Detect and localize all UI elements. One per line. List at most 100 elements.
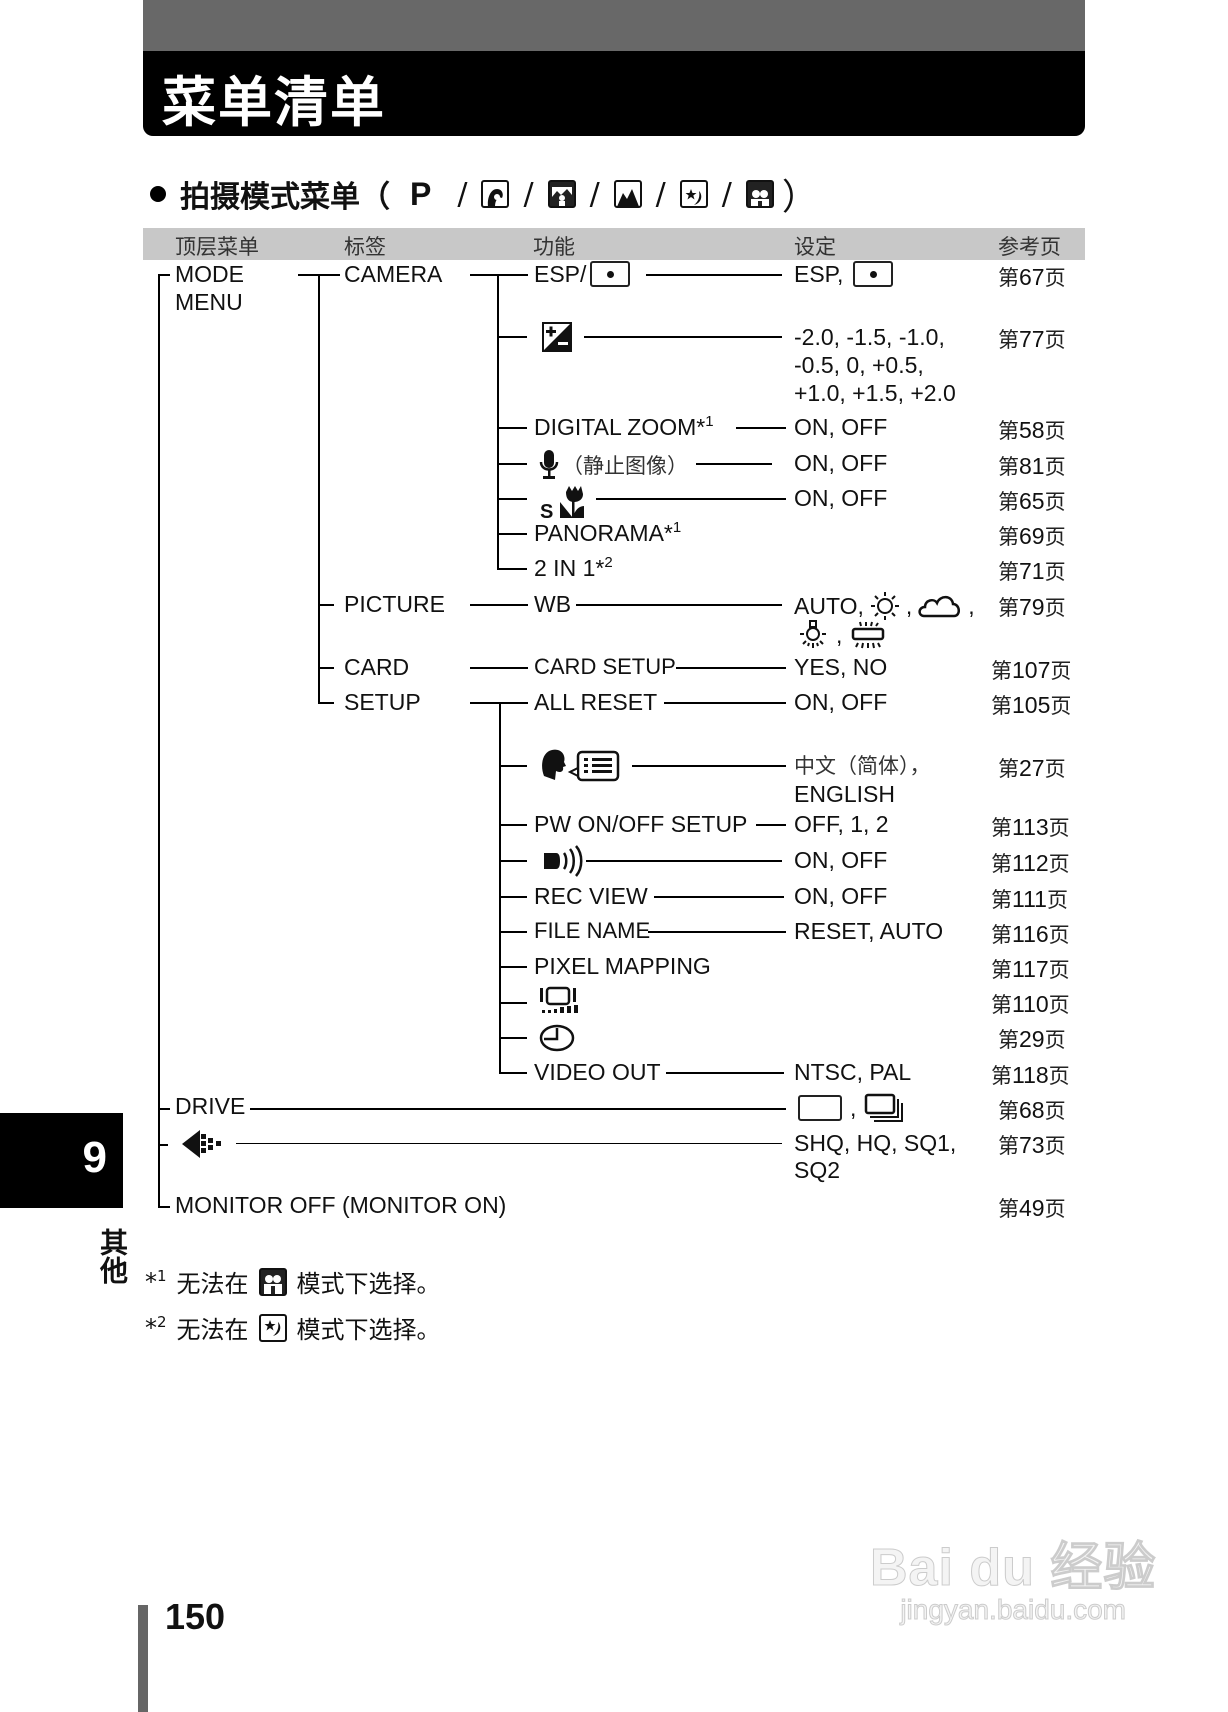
setting-macro: ON, OFF bbox=[794, 485, 888, 511]
setting-quality: SHQ, HQ, SQ1, SQ2 bbox=[794, 1130, 957, 1183]
function-2in1: 2 IN 1*2 bbox=[534, 554, 613, 581]
landscape-portrait-icon bbox=[547, 180, 576, 208]
setting-rec-view: ON, OFF bbox=[794, 883, 888, 909]
svg-text:S: S bbox=[540, 501, 553, 520]
header-title-band bbox=[143, 51, 1085, 136]
setting-language: 中文（简体）， ENGLISH bbox=[794, 754, 931, 807]
section-heading-text: 拍摄模式菜单（ bbox=[180, 180, 390, 215]
clock-icon bbox=[538, 1024, 576, 1057]
function-sound-record: （静止图像） bbox=[538, 448, 688, 482]
ref-page: 第49页 bbox=[998, 1195, 1066, 1221]
tree-line bbox=[158, 274, 160, 1207]
ref-page: 第107页 bbox=[991, 657, 1072, 683]
setting-all-reset: ON, OFF bbox=[794, 689, 888, 715]
watermark-url: jingyan.baidu.com bbox=[900, 1594, 1127, 1626]
function-video-out: VIDEO OUT bbox=[534, 1059, 661, 1085]
top-menu-monitor: MONITOR OFF (MONITOR ON) bbox=[175, 1192, 507, 1218]
spot-metering-icon bbox=[590, 261, 631, 287]
function-wb: WB bbox=[534, 591, 572, 617]
watermark-logo: Bai du 经验 bbox=[869, 1539, 1157, 1598]
chapter-tab: 9 bbox=[0, 1113, 123, 1208]
ref-page: 第67页 bbox=[998, 264, 1066, 290]
function-pw-setup: PW ON/OFF SETUP bbox=[534, 811, 748, 837]
header-top-menu: 顶层菜单 bbox=[175, 235, 259, 259]
header-setting: 设定 bbox=[794, 235, 836, 259]
monitor-brightness-icon bbox=[538, 986, 580, 1021]
top-menu-mode-menu: MODE MENU bbox=[175, 261, 244, 315]
fluorescent-icon bbox=[852, 621, 885, 649]
cloudy-icon bbox=[918, 595, 961, 618]
ref-page: 第112页 bbox=[991, 850, 1070, 876]
function-digital-zoom: DIGITAL ZOOM*1 bbox=[534, 413, 714, 440]
function-all-reset: ALL RESET bbox=[534, 689, 658, 715]
night-scene-icon bbox=[258, 1313, 287, 1342]
bullet-icon bbox=[150, 186, 166, 202]
microphone-icon bbox=[539, 450, 559, 479]
ref-page: 第27页 bbox=[998, 755, 1066, 781]
sequential-icon bbox=[865, 1093, 904, 1122]
setting-exposure: -2.0, -1.5, -1.0, -0.5, 0, +0.5, +1.0, +… bbox=[794, 324, 956, 406]
ref-page: 第81页 bbox=[998, 453, 1066, 479]
ref-page: 第69页 bbox=[998, 523, 1066, 549]
ref-page: 第117页 bbox=[991, 956, 1070, 982]
chapter-label: 其他 bbox=[96, 1228, 129, 1284]
image-quality-icon bbox=[180, 1128, 230, 1165]
function-card-setup: CARD SETUP bbox=[534, 654, 676, 679]
single-frame-icon bbox=[798, 1095, 842, 1121]
top-menu-drive: DRIVE bbox=[175, 1093, 246, 1119]
table-header bbox=[143, 228, 1085, 260]
self-portrait-icon bbox=[745, 180, 774, 208]
portrait-icon bbox=[481, 180, 510, 208]
self-portrait-icon bbox=[258, 1267, 287, 1296]
ref-page: 第79页 bbox=[998, 594, 1066, 620]
function-pixel-mapping: PIXEL MAPPING bbox=[534, 953, 711, 979]
watermark: Bai du 经验 jingyan.baidu.com bbox=[869, 1525, 1157, 1626]
setting-sound: ON, OFF bbox=[794, 450, 888, 476]
function-panorama: PANORAMA*1 bbox=[534, 519, 682, 546]
footnote-1: *1 无法在 模式下选择。 bbox=[145, 1266, 441, 1298]
tab-card: CARD bbox=[344, 654, 410, 680]
function-rec-view: REC VIEW bbox=[534, 883, 648, 909]
setting-file-name: RESET, AUTO bbox=[794, 918, 944, 944]
beep-sound-icon bbox=[542, 844, 588, 883]
ref-page: 第29页 bbox=[998, 1026, 1066, 1052]
tab-camera: CAMERA bbox=[344, 261, 443, 287]
ref-page: 第77页 bbox=[998, 326, 1066, 352]
setting-digital-zoom: ON, OFF bbox=[794, 414, 888, 440]
setting-wb: AUTO, , , bbox=[794, 592, 975, 620]
footnote-2: *2 无法在 模式下选择。 bbox=[145, 1312, 441, 1344]
landscape-icon bbox=[613, 180, 642, 208]
function-esp: ESP/ bbox=[534, 261, 631, 287]
ref-page: 第111页 bbox=[991, 886, 1068, 912]
page-title: 菜单清单 bbox=[162, 71, 386, 134]
setting-card-setup: YES, NO bbox=[794, 654, 888, 680]
ref-page: 第68页 bbox=[998, 1097, 1066, 1123]
page-number: 150 bbox=[165, 1596, 226, 1637]
ref-page: 第118页 bbox=[991, 1062, 1070, 1088]
tungsten-icon bbox=[800, 620, 826, 648]
mode-p: P bbox=[410, 175, 432, 212]
spot-metering-icon bbox=[853, 261, 894, 287]
function-file-name: FILE NAME bbox=[534, 918, 651, 943]
ref-page: 第105页 bbox=[991, 692, 1072, 718]
setting-drive: , bbox=[798, 1093, 906, 1123]
tab-setup: SETUP bbox=[344, 689, 421, 715]
ref-page: 第73页 bbox=[998, 1132, 1066, 1158]
ref-page: 第110页 bbox=[991, 991, 1070, 1017]
page-number-bar bbox=[138, 1605, 148, 1712]
setting-beep: ON, OFF bbox=[794, 847, 888, 873]
exposure-compensation-icon bbox=[542, 322, 572, 357]
ref-page: 第58页 bbox=[998, 417, 1066, 443]
header-function: 功能 bbox=[533, 235, 575, 259]
ref-page: 第71页 bbox=[998, 558, 1066, 584]
ref-page: 第116页 bbox=[991, 921, 1070, 947]
night-scene-icon bbox=[679, 180, 708, 208]
setting-wb-line2: , bbox=[798, 620, 886, 650]
setting-pw: OFF, 1, 2 bbox=[794, 811, 889, 837]
super-macro-icon: S bbox=[540, 484, 586, 525]
language-icon bbox=[540, 746, 622, 789]
header-tab: 标签 bbox=[344, 235, 386, 259]
ref-page: 第65页 bbox=[998, 488, 1066, 514]
header-reference: 参考页 bbox=[998, 235, 1061, 259]
section-heading: 拍摄模式菜单（ P / / / / / ） bbox=[150, 168, 818, 220]
